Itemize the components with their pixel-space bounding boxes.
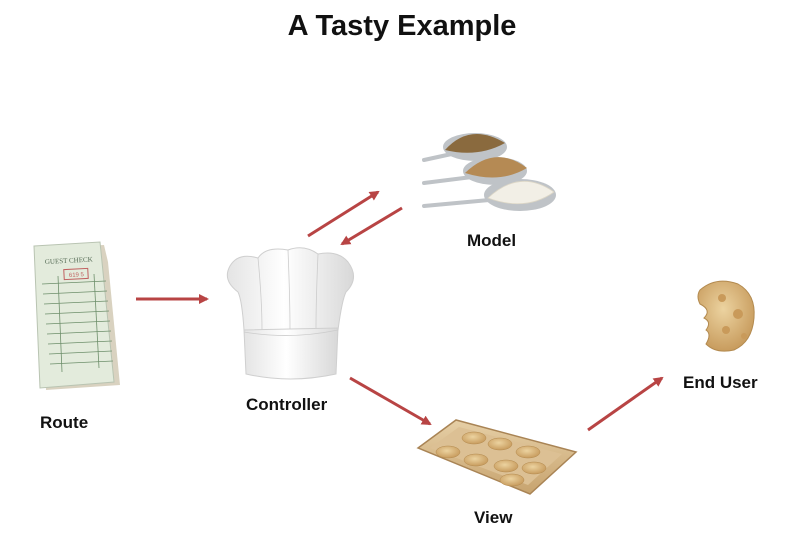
arrow-controller-to-model: [307, 190, 380, 238]
check-header-text: GUEST CHECK: [45, 256, 93, 266]
diagram-title: A Tasty Example: [287, 10, 517, 42]
arrow-model-to-controller: [340, 206, 403, 246]
end-user-label: End User: [683, 373, 758, 392]
guest-check-image: GUEST CHECK 619 5: [33, 241, 120, 390]
check-lines: [41, 273, 114, 373]
model-label: Model: [467, 231, 517, 250]
arrow-view-to-end-user: [587, 376, 664, 432]
cookie-tray-image: [416, 419, 578, 495]
view-label: View: [474, 508, 513, 527]
route-label: Route: [40, 413, 89, 432]
bitten-cookie-image: [697, 280, 755, 352]
controller-label: Controller: [246, 395, 328, 414]
check-number-text: 619 5: [69, 272, 85, 279]
sugar-spoons-image: [422, 133, 556, 211]
arrow-controller-to-view: [349, 376, 432, 426]
chef-hat-image: [226, 247, 354, 380]
